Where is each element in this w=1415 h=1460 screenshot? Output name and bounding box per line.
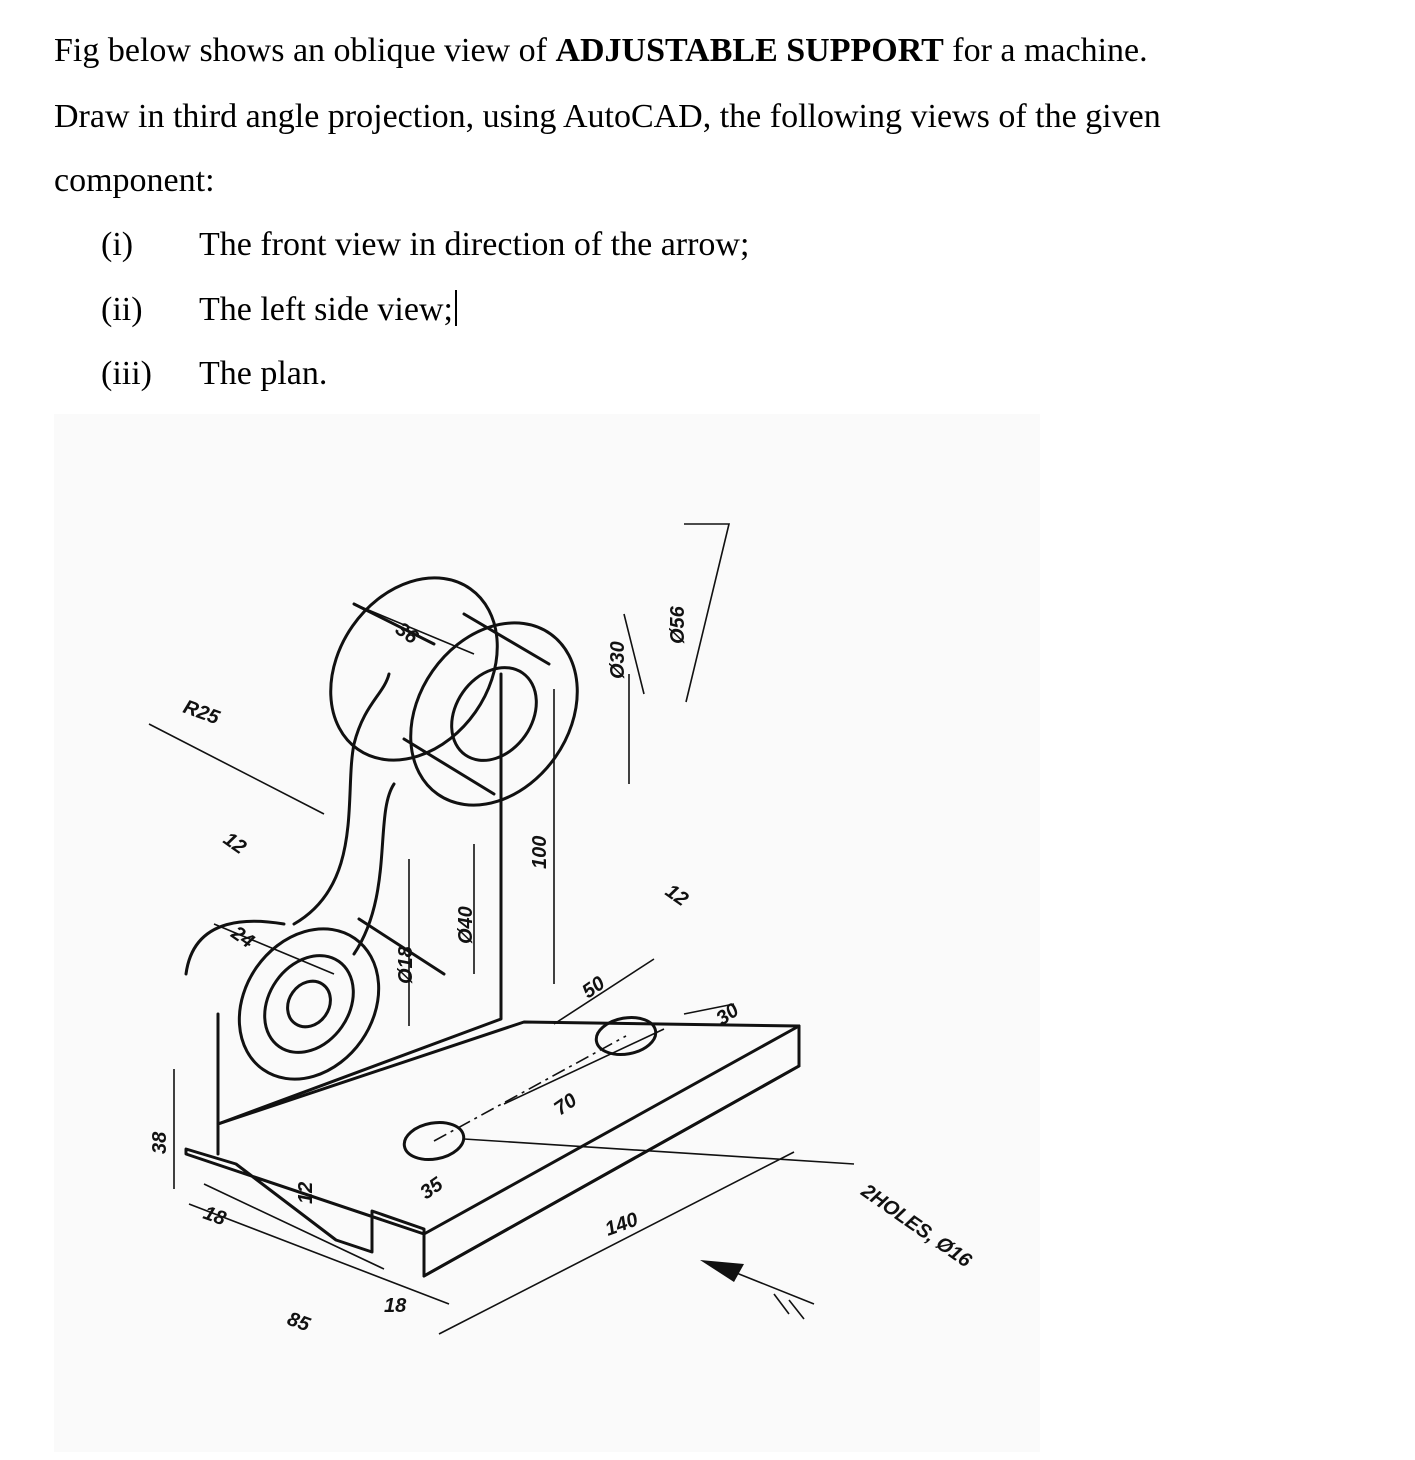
- list-item-text: The plan.: [199, 355, 328, 392]
- list-item-text: The left side view;: [199, 291, 453, 328]
- upper-boss-body: [352, 602, 551, 796]
- holes-leader: [463, 1138, 855, 1165]
- list-item-number: (i): [101, 226, 134, 263]
- dim-dia-30: Ø30: [607, 641, 629, 679]
- intro-line-2: Draw in third angle projection, using Au…: [54, 98, 1161, 135]
- oblique-view-figure: 36 Ø30 Ø56 R25 12 24 Ø18 Ø40 100 12 50 3…: [54, 414, 1040, 1452]
- intro-text-start: Fig below shows an oblique view of: [54, 32, 556, 69]
- list-item-text: The front view in direction of the arrow…: [199, 226, 750, 263]
- dim-100: 100: [529, 836, 551, 869]
- adjustable-support-drawing: 36 Ø30 Ø56 R25 12 24 Ø18 Ø40 100 12 50 3…: [148, 523, 976, 1337]
- dim-50: 50: [578, 972, 609, 1003]
- base-hole-1: [402, 1121, 466, 1161]
- dim-18-right: 18: [384, 1295, 407, 1317]
- upper-boss-hole: [450, 666, 538, 762]
- centre-line: [433, 1035, 627, 1142]
- dim-36: 36: [391, 618, 423, 649]
- holes-note: 2HOLES, Ø16: [856, 1180, 976, 1273]
- intro-text-end: for a machine.: [943, 32, 1148, 69]
- list-item-3: (iii) The plan.: [101, 354, 327, 394]
- dim-dia-40: Ø40: [455, 906, 477, 944]
- dim-85: 85: [284, 1308, 313, 1337]
- upper-boss-outer-back: [329, 576, 499, 762]
- lower-boss-body: [184, 917, 446, 976]
- list-item-1: (i) The front view in direction of the ar…: [101, 225, 749, 265]
- base-top-edge: [216, 1020, 801, 1126]
- dim-12-base: 12: [295, 1182, 317, 1204]
- list-item-number: (iii): [101, 355, 152, 392]
- component-name: ADJUSTABLE SUPPORT: [555, 32, 944, 69]
- list-item-number: (ii): [101, 291, 143, 328]
- dim-dia-18: Ø18: [395, 945, 417, 984]
- dim-24: 24: [226, 922, 258, 953]
- text-cursor: [454, 290, 457, 326]
- dim-18-left: 18: [200, 1202, 229, 1231]
- vertical-wall: [216, 672, 503, 1156]
- intro-line-3: component:: [54, 162, 215, 199]
- view-arrow-head: [700, 1260, 744, 1282]
- dim-r25: R25: [180, 696, 223, 730]
- lower-boss-outer: [237, 927, 381, 1081]
- intro-line-1: Fig below shows an oblique view of ADJUS…: [54, 31, 1148, 71]
- dim-35: 35: [416, 1173, 448, 1204]
- base-plate: [184, 1024, 801, 1278]
- lower-boss-hole: [286, 979, 332, 1029]
- dim-12-top: 12: [661, 880, 692, 911]
- dim-140: 140: [602, 1209, 641, 1241]
- dim-12-arm: 12: [219, 828, 250, 859]
- dim-38: 38: [149, 1131, 171, 1154]
- dim-70: 70: [550, 1089, 581, 1120]
- upper-boss-outer-front: [409, 621, 579, 807]
- base-hole-2: [594, 1016, 658, 1056]
- lower-boss-inner: [263, 954, 355, 1054]
- base-front-face: [422, 1064, 801, 1278]
- dim-dia-56: Ø56: [667, 605, 689, 644]
- dimension-lines: [148, 523, 795, 1335]
- list-item-2: (ii) The left side view;: [101, 290, 457, 330]
- curved-arm: [292, 672, 396, 956]
